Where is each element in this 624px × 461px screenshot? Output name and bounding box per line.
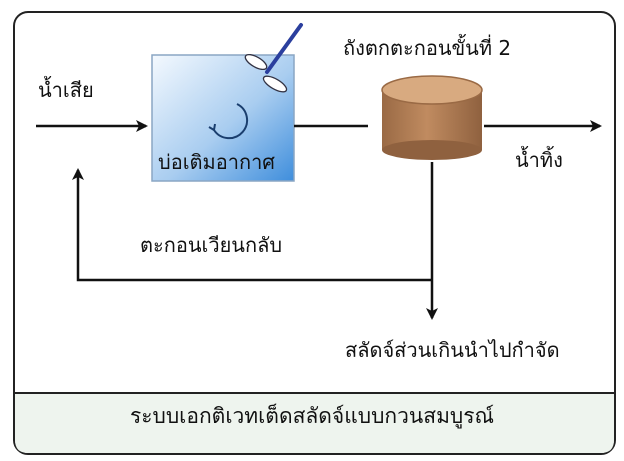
clarifier-tank [381, 75, 483, 160]
circulation-icon [213, 103, 249, 140]
outer-frame [13, 11, 616, 455]
aeration-tank-label: บ่อเติมอากาศ [158, 150, 275, 174]
effluent-label: น้ำทิ้ง [515, 148, 563, 172]
mixer-icon [244, 23, 303, 93]
influent-label: น้ำเสีย [38, 78, 94, 102]
caption-band [15, 393, 614, 453]
clarifier-label: ถังตกตะกอนขั้นที่ 2 [343, 36, 512, 60]
diagram-caption: ระบบเอกติเวทเต็ดสลัดจ์แบบกวนสมบูรณ์ [129, 404, 495, 428]
return-sludge-label: ตะกอนเวียนกลับ [140, 233, 283, 257]
return-sludge-arrow [72, 168, 432, 282]
excess-sludge-label: สลัดจ์ส่วนเกินนำไปกำจัด [345, 338, 560, 362]
